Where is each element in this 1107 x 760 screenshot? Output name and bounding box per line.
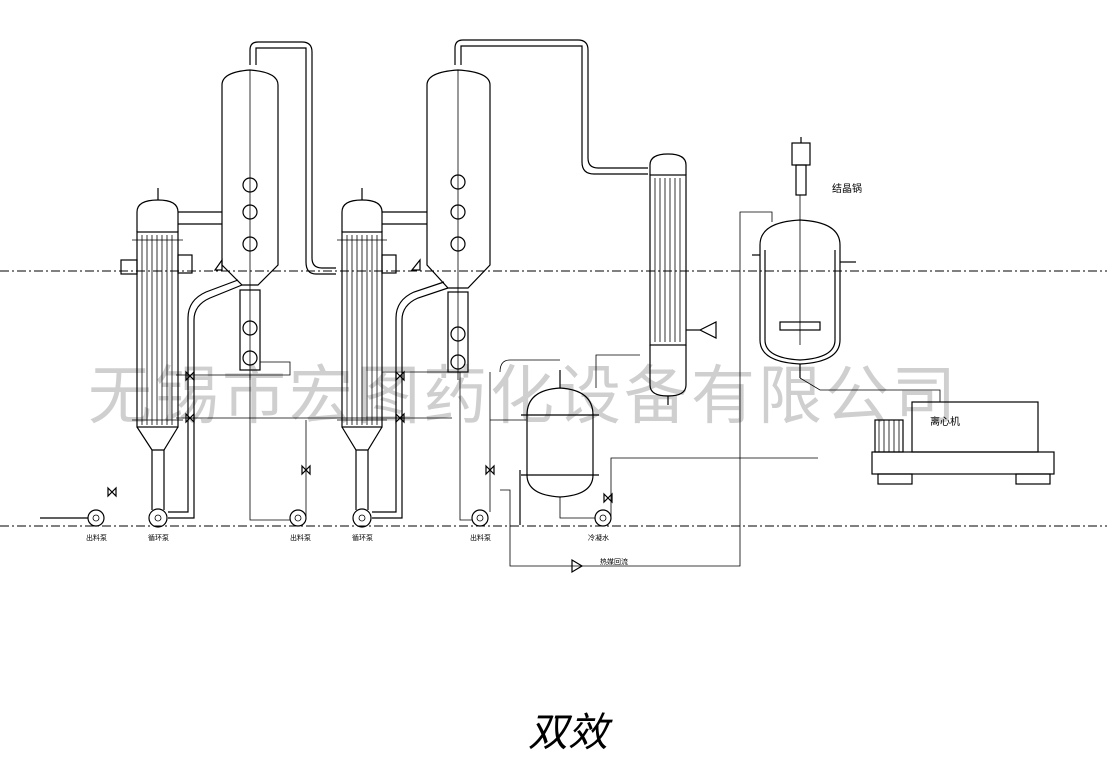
crystallizer-label: 结晶锅: [832, 182, 862, 195]
piping: 热媒回流: [107, 211, 1039, 574]
condenser: [649, 153, 717, 405]
pump-e-label: 出料泵: [470, 533, 491, 542]
pump-a-label: 出料泵: [86, 533, 107, 542]
pump-d-label: 循环泵: [352, 533, 373, 542]
heater-1: [120, 188, 193, 510]
diagram-caption: 双效: [528, 710, 613, 756]
company-watermark: 无锡市宏图药化设备有限公司: [88, 360, 959, 434]
return-line-label: 热媒回流: [600, 557, 628, 566]
separator-1: [178, 69, 279, 380]
pump-e: 出料泵: [470, 509, 491, 542]
pump-f-label: 冷凝水: [588, 533, 609, 542]
pump-c-label: 出料泵: [290, 533, 311, 542]
pump-b: 循环泵: [148, 508, 169, 542]
separator-2: [382, 69, 491, 380]
crystallizer: 结晶锅: [752, 137, 862, 378]
centrifuge: 离心机: [871, 401, 1055, 485]
receiver-tank: [519, 370, 599, 525]
vapor-pipe-1: [249, 41, 336, 269]
centrifuge-label: 离心机: [930, 415, 960, 428]
pump-d: 循环泵: [352, 508, 373, 542]
vapor-pipe-2: [454, 39, 648, 169]
pump-a: 出料泵: [40, 509, 107, 542]
heater-2: [337, 188, 397, 510]
pump-b-label: 循环泵: [148, 533, 169, 542]
